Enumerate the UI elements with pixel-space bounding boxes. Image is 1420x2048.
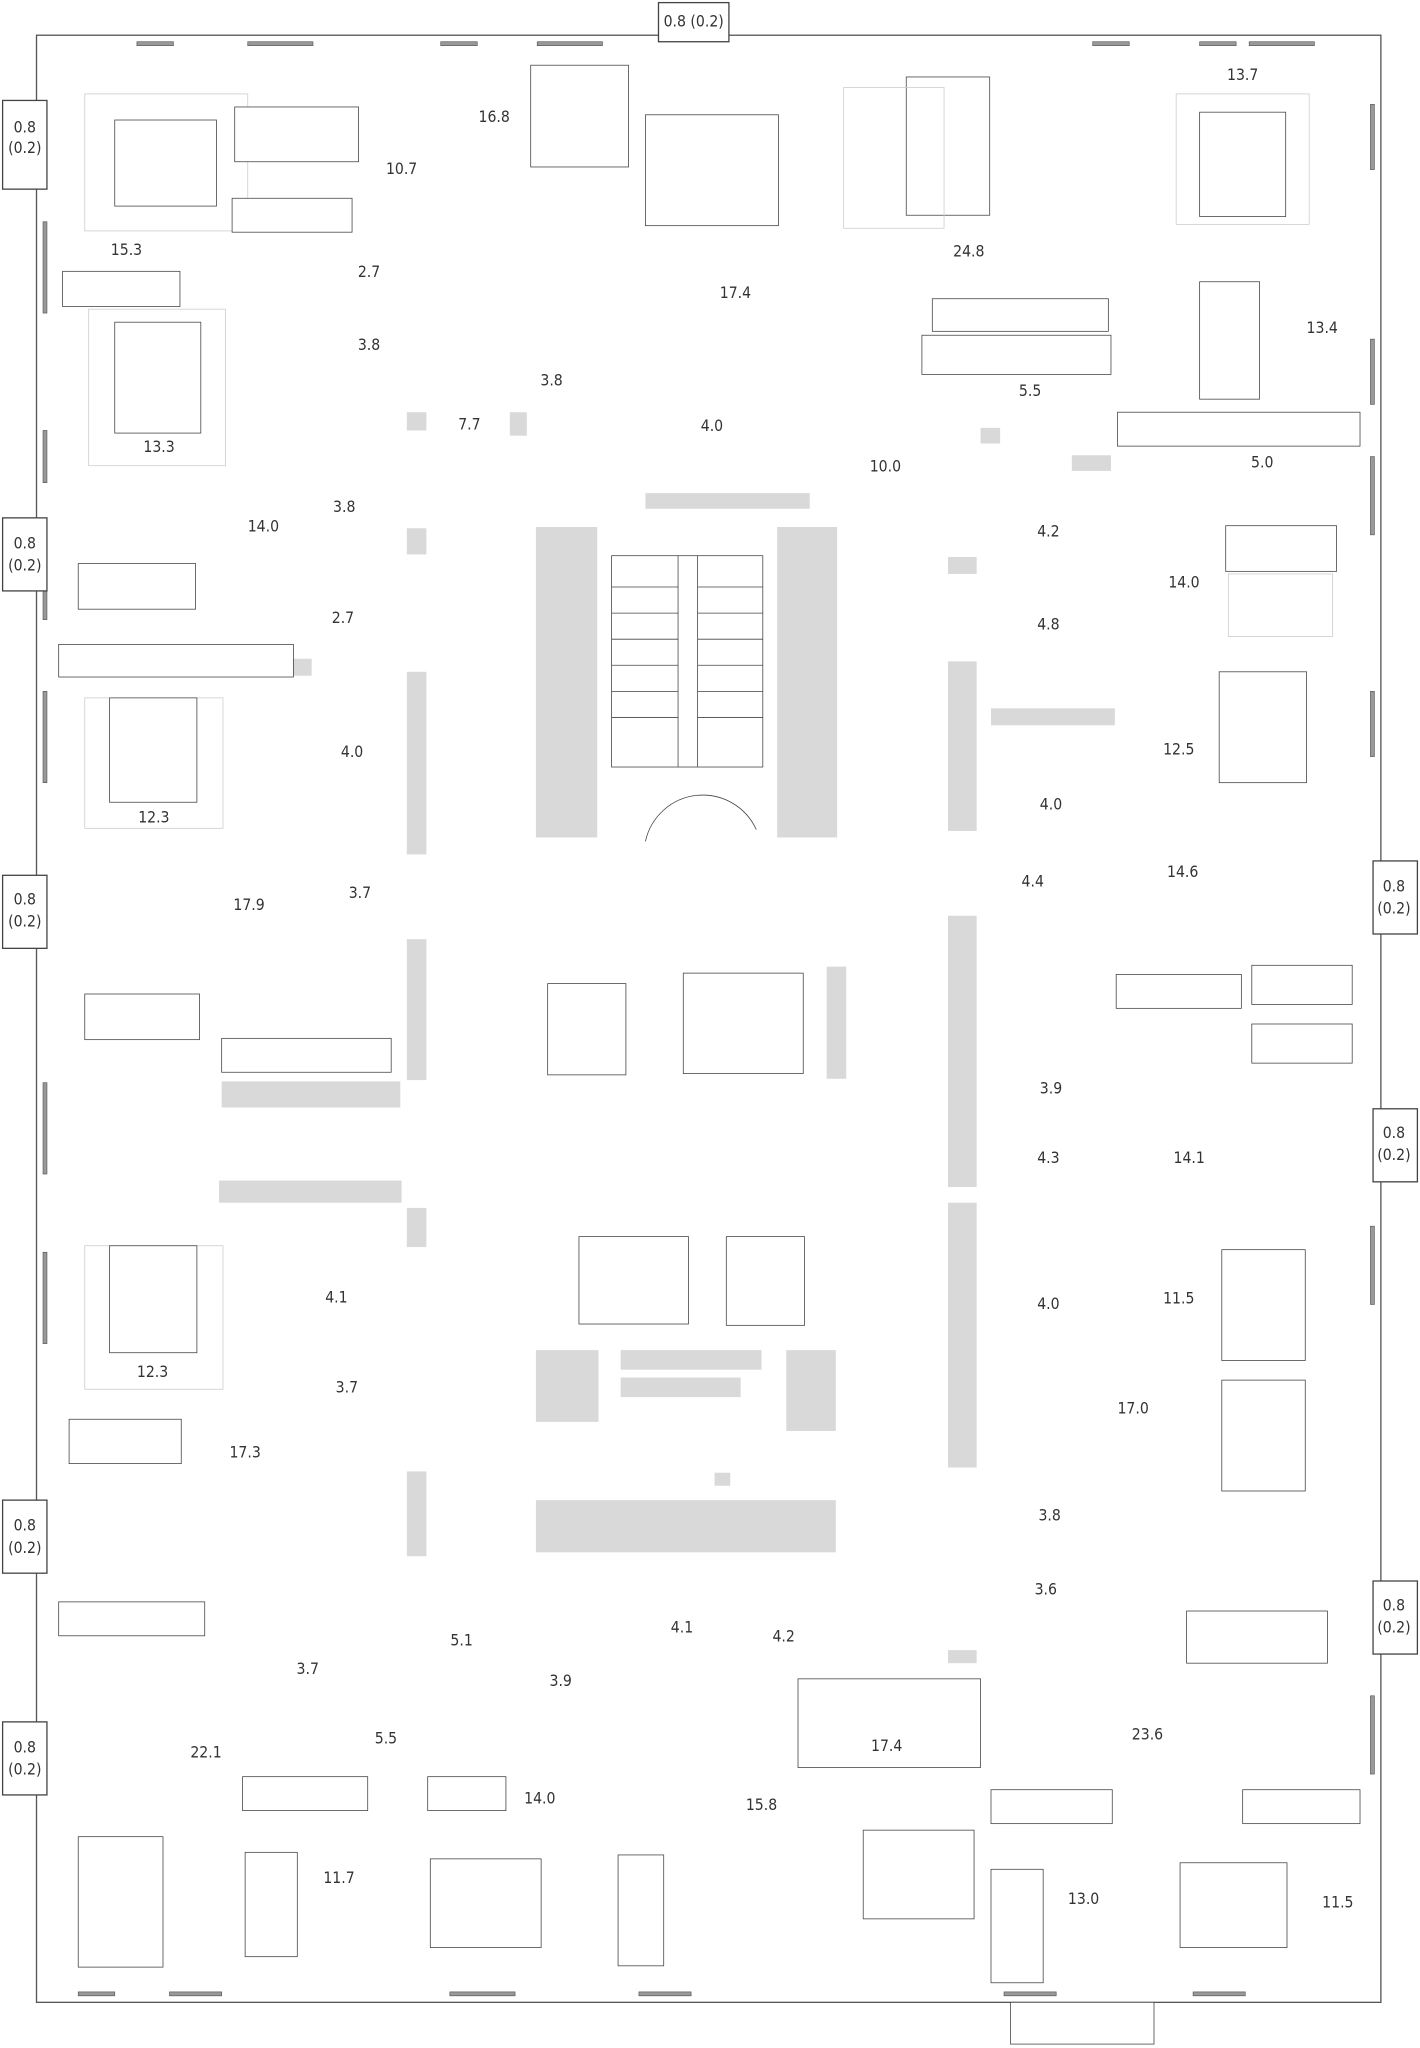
room-area: 4.4 — [1022, 871, 1044, 890]
room-area: 17.0 — [1117, 1398, 1148, 1417]
room-area: 4.1 — [325, 1287, 347, 1306]
balcony-area-label: 0.8 — [14, 1737, 36, 1756]
stairwell — [611, 555, 764, 842]
room-area: 17.3 — [229, 1443, 260, 1462]
balcony-area-label: 0.8 — [14, 1516, 36, 1535]
room-area: 3.8 — [333, 497, 355, 516]
room-area: 3.9 — [1040, 1079, 1062, 1098]
room-area: 11.5 — [1163, 1289, 1194, 1308]
room-area: 2.7 — [332, 608, 354, 627]
balcony-loss-label: (0.2) — [8, 138, 41, 157]
balcony-right-2: 0.8 (0.2) — [1372, 1108, 1419, 1183]
room-area: 4.2 — [772, 1627, 794, 1646]
room-area: 12.5 — [1163, 740, 1194, 759]
balcony-loss-label: (0.2) — [1377, 899, 1410, 918]
room-area: 4.0 — [341, 742, 363, 761]
room-area: 11.7 — [323, 1868, 354, 1887]
room-area: 22.1 — [190, 1743, 221, 1762]
balcony-area-label: 0.8 — [14, 117, 36, 136]
room-area: 7.7 — [458, 415, 480, 434]
room-area: 12.3 — [138, 807, 169, 826]
balcony-area-label: 0.8 — [1383, 1595, 1405, 1614]
room-area: 14.1 — [1174, 1148, 1205, 1167]
room-area: 13.4 — [1307, 318, 1338, 337]
balcony-right-3: 0.8 (0.2) — [1372, 1580, 1419, 1655]
room-area: 4.0 — [1040, 794, 1062, 813]
balcony-top: 0.8 (0.2) — [657, 1, 730, 43]
room-area: 4.8 — [1037, 614, 1059, 633]
room-area: 3.8 — [1038, 1505, 1060, 1524]
room-area: 5.0 — [1251, 453, 1273, 472]
room-area: 5.5 — [375, 1728, 397, 1747]
room-area: 14.0 — [248, 516, 279, 535]
room-area: 17.4 — [871, 1736, 902, 1755]
room-area: 5.5 — [1019, 381, 1041, 400]
room-area: 5.1 — [450, 1631, 472, 1650]
balcony-area-label: 0.8 — [1383, 877, 1405, 896]
balcony-loss-label: (0.2) — [1377, 1145, 1410, 1164]
room-area: 3.7 — [349, 883, 371, 902]
room-area: 4.0 — [1037, 1294, 1059, 1313]
balcony-loss-label: (0.2) — [8, 556, 41, 575]
balcony-loss-label: (0.2) — [8, 1760, 41, 1779]
room-area: 12.3 — [137, 1362, 168, 1381]
room-area: 11.5 — [1322, 1893, 1353, 1912]
balcony-area-label: 0.8 — [14, 890, 36, 909]
room-area: 23.6 — [1132, 1724, 1163, 1743]
balcony-left-1: 0.8 (0.2) — [1, 99, 48, 190]
room-area: 13.3 — [143, 437, 174, 456]
room-area: 4.1 — [671, 1617, 693, 1636]
room-area: 3.6 — [1035, 1580, 1057, 1599]
room-area: 14.6 — [1167, 862, 1198, 881]
balcony-left-3: 0.8 (0.2) — [1, 874, 48, 949]
room-area: 3.8 — [540, 370, 562, 389]
balcony-left-4: 0.8 (0.2) — [1, 1499, 48, 1574]
structural-columns — [219, 412, 1115, 1664]
room-area: 13.7 — [1227, 65, 1258, 84]
room-area: 4.2 — [1037, 522, 1059, 541]
room-area: 16.8 — [479, 107, 510, 126]
room-area: 14.0 — [524, 1788, 555, 1807]
balcony-area-label: 0.8 — [1383, 1123, 1405, 1142]
room-area: 4.0 — [701, 416, 723, 435]
room-area: 17.9 — [233, 895, 264, 914]
balcony-left-2: 0.8 (0.2) — [1, 517, 48, 592]
room-area: 3.7 — [297, 1659, 319, 1678]
room-area: 4.3 — [1037, 1148, 1059, 1167]
room-area: 3.9 — [550, 1671, 572, 1690]
room-area: 15.8 — [746, 1795, 777, 1814]
balcony-loss-label: (0.2) — [1377, 1617, 1410, 1636]
balcony-area-label: 0.8 (0.2) — [664, 12, 724, 31]
balcony-loss-label: (0.2) — [8, 912, 41, 931]
room-area: 3.8 — [358, 335, 380, 354]
room-area: 10.7 — [386, 159, 417, 178]
furniture — [58, 64, 1361, 2045]
windows — [42, 41, 1375, 1997]
balcony-right-1: 0.8 (0.2) — [1372, 860, 1419, 935]
room-area-labels: 15.3 10.7 16.8 2.7 3.8 7.7 3.8 13.3 14.0… — [111, 65, 1354, 1912]
balcony-left-5: 0.8 (0.2) — [1, 1721, 48, 1796]
room-area: 13.0 — [1068, 1889, 1099, 1908]
room-area: 15.3 — [111, 240, 142, 259]
room-area: 3.7 — [336, 1377, 358, 1396]
room-area: 14.0 — [1168, 573, 1199, 592]
balcony-area-label: 0.8 — [14, 533, 36, 552]
room-area: 17.4 — [720, 283, 751, 302]
room-area: 10.0 — [870, 456, 901, 475]
room-area: 2.7 — [358, 262, 380, 281]
elevators — [547, 972, 805, 1326]
room-area: 24.8 — [953, 241, 984, 260]
balcony-loss-label: (0.2) — [8, 1538, 41, 1557]
